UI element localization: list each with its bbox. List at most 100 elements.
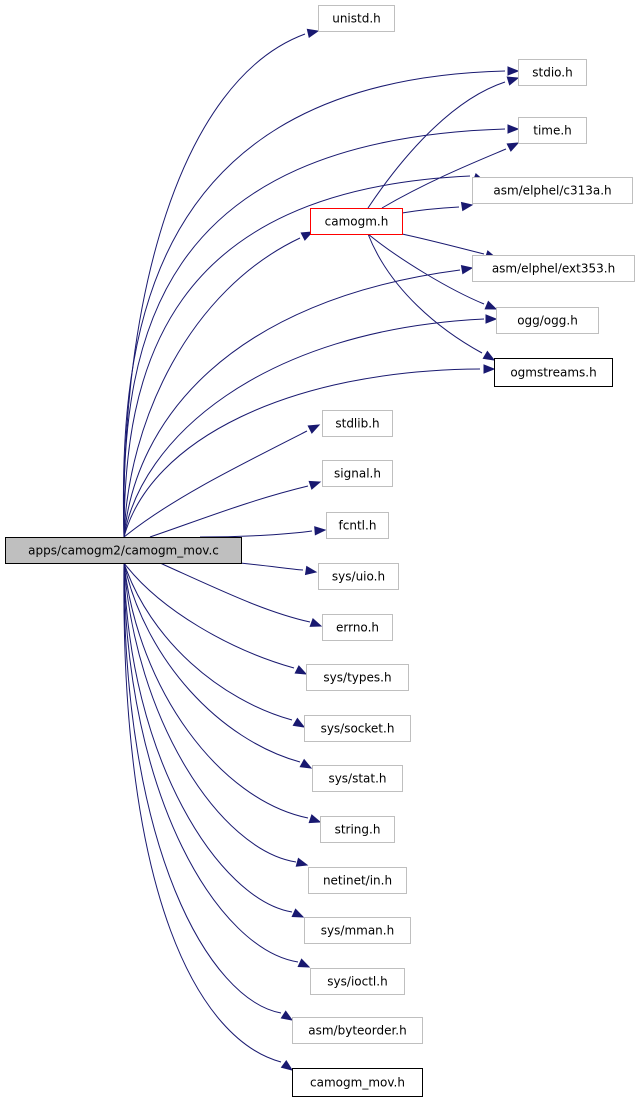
node-label: sys/mman.h bbox=[321, 924, 394, 938]
node-box bbox=[5, 537, 242, 564]
arrowhead-icon bbox=[507, 66, 520, 76]
arrowhead-icon bbox=[291, 908, 305, 918]
node-label: sys/stat.h bbox=[328, 772, 386, 786]
node-label: sys/socket.h bbox=[321, 722, 395, 736]
node-box bbox=[518, 117, 587, 144]
node-label: fcntl.h bbox=[339, 519, 377, 533]
node-mman: sys/mman.h bbox=[304, 917, 411, 944]
edge-root-to-socket bbox=[123, 562, 306, 728]
node-label: sys/types.h bbox=[323, 671, 391, 685]
arrowhead-icon bbox=[280, 1059, 294, 1071]
node-label: asm/byteorder.h bbox=[308, 1024, 406, 1038]
node-unistd: unistd.h bbox=[318, 5, 395, 32]
node-uio: sys/uio.h bbox=[318, 563, 399, 590]
edge-root-to-camogm_mov_h bbox=[123, 562, 294, 1071]
edge-root-to-errno bbox=[159, 562, 323, 627]
node-stat: sys/stat.h bbox=[312, 765, 403, 792]
node-box bbox=[320, 816, 395, 843]
node-label: ogg/ogg.h bbox=[517, 314, 578, 328]
edge-root-to-mman bbox=[123, 562, 305, 918]
arrowhead-icon bbox=[314, 526, 327, 536]
node-fcntl: fcntl.h bbox=[326, 512, 389, 539]
node-box bbox=[292, 1068, 423, 1097]
arrowhead-icon bbox=[307, 424, 321, 434]
node-socket: sys/socket.h bbox=[304, 715, 411, 742]
node-label: asm/elphel/c313a.h bbox=[493, 184, 611, 198]
node-root[interactable]: apps/camogm2/camogm_mov.c bbox=[5, 537, 242, 564]
arrowhead-icon bbox=[507, 124, 520, 134]
edge-root-to-stdio bbox=[122, 66, 520, 538]
arrowhead-icon bbox=[299, 758, 313, 769]
node-box bbox=[318, 563, 399, 590]
edge-root-to-fcntl bbox=[199, 526, 327, 538]
node-label: stdlib.h bbox=[335, 417, 379, 431]
node-box bbox=[308, 867, 407, 894]
node-camogm-mov-h[interactable]: camogm_mov.h bbox=[292, 1068, 423, 1097]
node-box bbox=[310, 208, 403, 235]
node-label: unistd.h bbox=[332, 12, 381, 26]
node-label: sys/ioctl.h bbox=[327, 975, 387, 989]
arrowhead-icon bbox=[297, 958, 311, 968]
arrowhead-icon bbox=[460, 201, 474, 212]
node-box bbox=[472, 177, 633, 204]
node-label: stdio.h bbox=[532, 66, 572, 80]
node-label: string.h bbox=[335, 823, 381, 837]
node-label: apps/camogm2/camogm_mov.c bbox=[28, 544, 219, 558]
node-byteorder: asm/byteorder.h bbox=[292, 1017, 423, 1044]
arrowhead-icon bbox=[308, 480, 322, 490]
edge-root-to-ext353 bbox=[123, 265, 474, 538]
node-string: string.h bbox=[320, 816, 395, 843]
edge-root-to-byteorder bbox=[123, 562, 294, 1021]
node-box bbox=[310, 968, 405, 995]
edge-root-to-string bbox=[123, 562, 322, 824]
edge-root-to-types bbox=[123, 562, 308, 675]
edge-root-to-unistd bbox=[123, 28, 320, 538]
node-ioctl: sys/ioctl.h bbox=[310, 968, 405, 995]
node-types: sys/types.h bbox=[306, 664, 409, 691]
node-box bbox=[322, 460, 393, 487]
node-c313a: asm/elphel/c313a.h bbox=[472, 177, 633, 204]
node-box bbox=[306, 664, 409, 691]
node-ogg: ogg/ogg.h bbox=[496, 307, 599, 334]
node-time: time.h bbox=[518, 117, 587, 144]
arrowhead-icon bbox=[484, 300, 498, 310]
arrowhead-icon bbox=[292, 717, 306, 728]
arrowhead-icon bbox=[485, 314, 498, 324]
node-box bbox=[326, 512, 389, 539]
node-label: sys/uio.h bbox=[332, 570, 385, 584]
node-camogm[interactable]: camogm.h bbox=[310, 208, 403, 235]
arrowhead-icon bbox=[506, 142, 520, 152]
node-box bbox=[292, 1017, 423, 1044]
edge-camogm-to-stdio bbox=[367, 76, 520, 209]
edge-root-to-uio bbox=[239, 562, 318, 576]
node-box bbox=[304, 917, 411, 944]
edge-camogm-to-ogmstreams bbox=[367, 233, 496, 361]
node-stdio: stdio.h bbox=[518, 59, 587, 86]
arrowhead-icon bbox=[306, 28, 320, 38]
edge-camogm-to-ogg bbox=[367, 233, 498, 310]
node-label: asm/elphel/ext353.h bbox=[492, 262, 615, 276]
node-box bbox=[304, 715, 411, 742]
node-box bbox=[518, 59, 587, 86]
arrowhead-icon bbox=[308, 814, 322, 824]
arrowhead-icon bbox=[280, 1010, 294, 1021]
arrowhead-icon bbox=[295, 857, 309, 867]
node-box bbox=[322, 410, 393, 437]
arrowhead-icon bbox=[309, 617, 323, 627]
arrowhead-icon bbox=[294, 665, 308, 675]
node-box bbox=[312, 765, 403, 792]
arrowhead-icon bbox=[483, 364, 496, 374]
edge-camogm-to-ext353 bbox=[401, 233, 498, 260]
node-label: errno.h bbox=[336, 621, 379, 635]
node-box bbox=[496, 307, 599, 334]
edge-root-to-stdlib bbox=[123, 424, 321, 538]
node-ogmstreams[interactable]: ogmstreams.h bbox=[494, 358, 613, 387]
node-netinet: netinet/in.h bbox=[308, 867, 407, 894]
node-box bbox=[494, 358, 613, 387]
arrowhead-icon bbox=[506, 76, 520, 86]
edge-camogm-to-c313a bbox=[401, 201, 474, 214]
node-label: time.h bbox=[533, 124, 572, 138]
arrowhead-icon bbox=[482, 350, 496, 361]
edge-camogm-to-time bbox=[381, 142, 520, 209]
node-box bbox=[322, 614, 393, 641]
